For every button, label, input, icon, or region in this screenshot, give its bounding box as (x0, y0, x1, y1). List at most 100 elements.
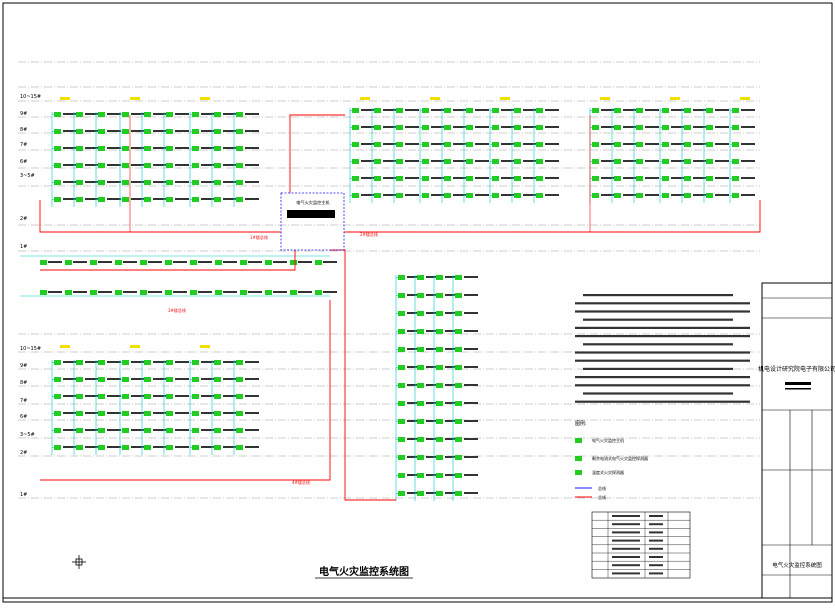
floor-tag (200, 345, 210, 348)
detector-symbol (492, 108, 499, 113)
detector-symbol (122, 146, 129, 151)
detector-symbol (422, 193, 429, 198)
detector-symbol (536, 142, 543, 147)
legend-item-3: 温度式火灾探测器 (592, 469, 624, 475)
detector-symbol (352, 176, 359, 181)
detector-symbol (514, 193, 521, 198)
detector-symbol (614, 125, 621, 130)
bus-label: 1#楼总线 (250, 234, 268, 240)
floor-label-bottom: 9# (20, 363, 27, 369)
floor-tag (130, 97, 140, 100)
detector-symbol (614, 142, 621, 147)
detector-symbol (396, 193, 403, 198)
detector-symbol (422, 159, 429, 164)
detector-symbol (374, 125, 381, 130)
note-line (575, 384, 750, 387)
detector-symbol (54, 445, 61, 450)
detector-symbol (122, 180, 129, 185)
floor-label-bottom: 6# (20, 414, 27, 420)
detector-symbol (214, 360, 221, 365)
note-line (583, 367, 733, 370)
detector-symbol (492, 159, 499, 164)
detector-symbol (236, 428, 243, 433)
floor-label-top: 8# (20, 127, 27, 133)
detector-symbol (115, 290, 122, 295)
detector-symbol (166, 180, 173, 185)
bus-line (344, 200, 761, 233)
host-label: 电气火灾监控主机 (296, 199, 330, 206)
detector-symbol (466, 176, 473, 181)
detector-symbol (455, 329, 462, 334)
detector-symbol (214, 146, 221, 151)
detector-symbol (166, 360, 173, 365)
detector-symbol (40, 290, 47, 295)
note-line (575, 302, 750, 305)
detector-symbol (466, 108, 473, 113)
detector-symbol (536, 159, 543, 164)
detector-symbol (140, 260, 147, 265)
detector-symbol (492, 193, 499, 198)
detector-symbol (98, 112, 105, 117)
detector-symbol (192, 428, 199, 433)
detector-symbol (444, 142, 451, 147)
detector-symbol (166, 445, 173, 450)
detector-symbol (214, 112, 221, 117)
detector-symbol (684, 108, 691, 113)
detector-symbol (236, 180, 243, 185)
panel-group (659, 108, 729, 203)
detector-symbol (417, 401, 424, 406)
detector-symbol (398, 275, 405, 280)
title-block-sheet-name: 电气火灾监控系统图 (772, 561, 822, 569)
detector-symbol (352, 125, 359, 130)
detector-symbol (398, 401, 405, 406)
detector-symbol (144, 146, 151, 151)
detector-symbol (76, 197, 83, 202)
panel-group (51, 112, 121, 207)
detector-symbol (422, 125, 429, 130)
detector-symbol (662, 159, 669, 164)
panel-group (419, 108, 489, 203)
detector-symbol (76, 377, 83, 382)
floor-tag (360, 97, 370, 100)
bus-label: 3#楼总线 (168, 307, 186, 313)
detector-symbol (122, 197, 129, 202)
detector-symbol (236, 360, 243, 365)
floor-tag (60, 345, 70, 348)
detector-symbol (54, 377, 61, 382)
detector-symbol (706, 142, 713, 147)
detector-symbol (65, 260, 72, 265)
detector-symbol (166, 112, 173, 117)
detector-symbol (144, 180, 151, 185)
detector-symbol (436, 275, 443, 280)
detector-symbol (732, 125, 739, 130)
design-notes-block (575, 294, 750, 403)
floor-tag (200, 97, 210, 100)
panel-groups (20, 97, 755, 501)
floor-label-top: 9# (20, 111, 27, 117)
detector-symbol (614, 159, 621, 164)
panel-group (349, 108, 419, 203)
detector-symbol (417, 455, 424, 460)
detector-symbol (436, 473, 443, 478)
floor-labels: 10~15#9#8#7#6#3~5#2#1#10~15#9#8#7#6#3~5#… (20, 94, 41, 498)
legend-item-1: 电气火灾监控主机 (592, 437, 624, 443)
detector-symbol (398, 437, 405, 442)
legend-heading: 图例: (575, 420, 587, 427)
drawing-title: 电气火灾监控系统图 (319, 565, 409, 578)
detector-symbol (215, 290, 222, 295)
detector-symbol (144, 428, 151, 433)
detector-symbol (662, 125, 669, 130)
floor-label-bottom: 8# (20, 380, 27, 386)
note-line (583, 318, 733, 321)
detector-symbol (706, 176, 713, 181)
detector-symbol (466, 159, 473, 164)
detector-symbol (614, 176, 621, 181)
detector-symbol (592, 125, 599, 130)
detector-symbol (398, 455, 405, 460)
detector-symbol (190, 260, 197, 265)
panel-group (189, 360, 259, 455)
detector-symbol (436, 293, 443, 298)
detector-symbol (417, 437, 424, 442)
detector-symbol (514, 142, 521, 147)
